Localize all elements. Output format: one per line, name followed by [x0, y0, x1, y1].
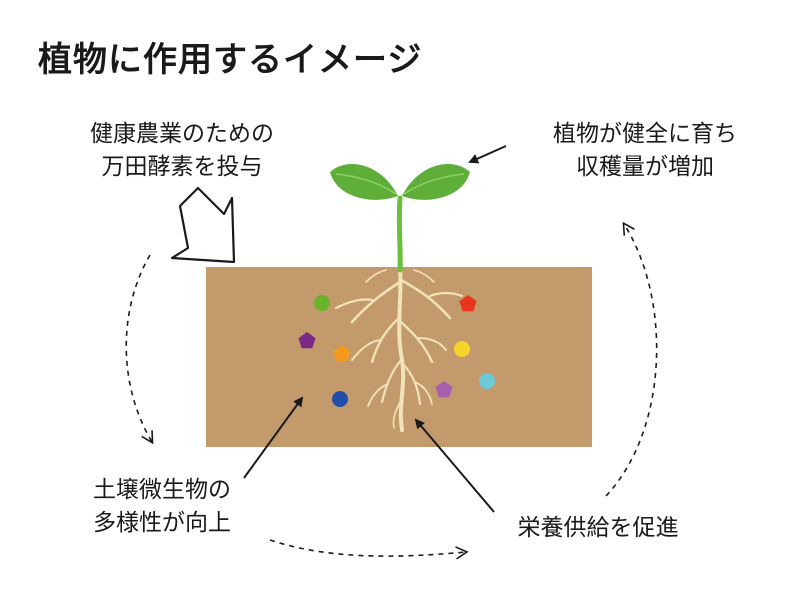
microbe-pentagon-7: [435, 381, 453, 398]
label-enzyme-administration: 健康農業のための 万田酵素を投与: [52, 118, 312, 184]
label-growth-line-2: 収穫量が増加: [576, 154, 714, 180]
label-microbe-line-2: 多様性が向上: [93, 510, 231, 536]
label-plant-growth: 植物が健全に育ち 収穫量が増加: [510, 118, 780, 184]
administration-arrow: [170, 186, 236, 264]
cycle-arrow-left: [125, 254, 154, 445]
label-microbe-line-1: 土壌微生物の: [93, 477, 231, 503]
plant-stem: [396, 195, 403, 273]
label-nutrient-supply: 栄養供給を促進: [517, 515, 679, 541]
left-leaf: [330, 164, 398, 200]
nutrient-pointer-arrow: [414, 418, 495, 513]
plant-roots: [334, 265, 464, 432]
microbe-circle-1: [314, 295, 330, 311]
microbe-circle-8: [332, 391, 348, 407]
soil-microbes: [298, 295, 495, 407]
label-enzyme-line-1: 健康農業のための: [90, 121, 274, 147]
right-leaf: [402, 164, 470, 200]
microbe-circle-6: [479, 373, 495, 389]
label-growth-line-1: 植物が健全に育ち: [553, 121, 737, 147]
label-enzyme-line-2: 万田酵素を投与: [101, 154, 263, 180]
plant-leaves: [330, 164, 470, 200]
label-microbe-diversity: 土壌微生物の 多様性が向上: [42, 474, 282, 540]
growth-pointer-arrow: [468, 145, 507, 164]
cycle-arrow-bottom: [269, 539, 469, 560]
cycle-arrow-right: [605, 221, 658, 497]
microbe-pentagon-2: [459, 295, 477, 312]
microbe-pointer-arrow: [243, 396, 304, 479]
microbe-pentagon-4: [333, 345, 351, 362]
microbe-pentagon-3: [298, 332, 316, 349]
microbe-circle-5: [454, 341, 470, 357]
diagram-title: 植物に作用するイメージ: [38, 40, 423, 80]
